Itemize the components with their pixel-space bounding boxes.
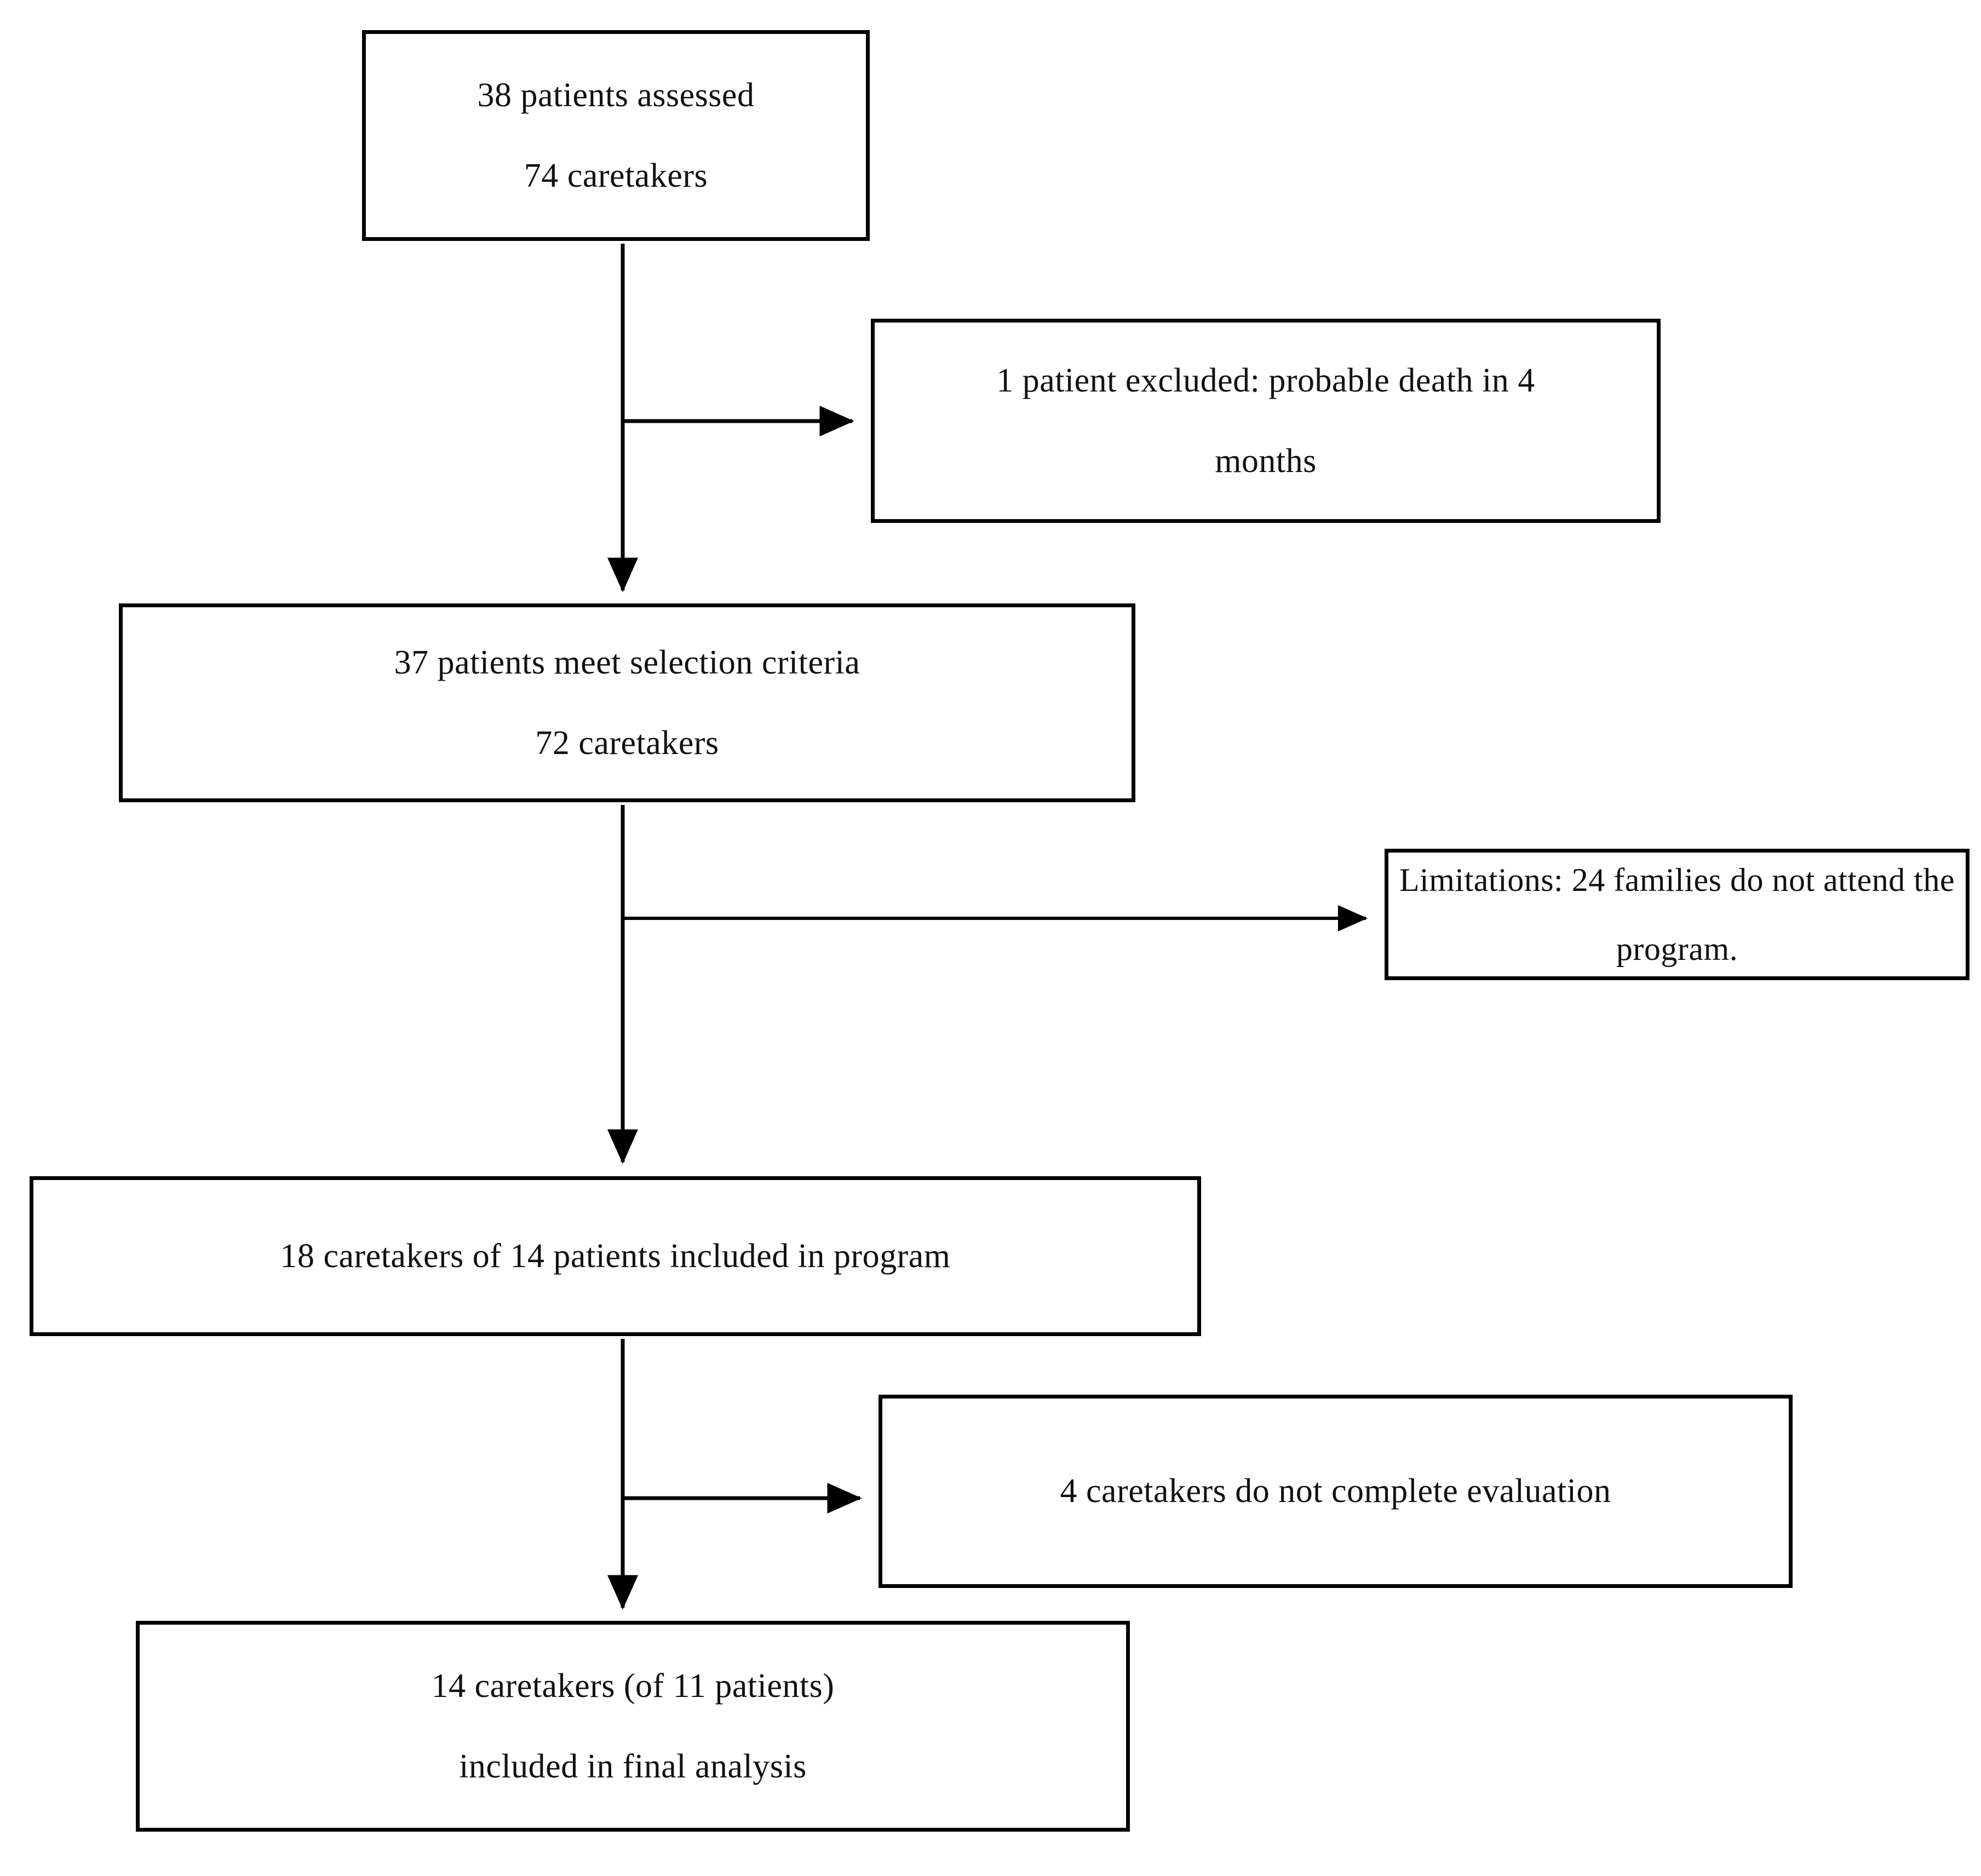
node-criteria-line-1: 37 patients meet selection criteria [394,644,860,682]
node-limitations-line-1: Limitations: 24 families do not attend t… [1399,862,1955,898]
node-final-line-1: 14 caretakers (of 11 patients) [431,1667,835,1705]
node-included-line-1: 18 caretakers of 14 patients included in… [280,1237,951,1275]
node-final-line-2: included in final analysis [459,1747,807,1785]
node-limitations-families-not-attending[interactable]: Limitations: 24 families do not attend t… [1385,849,1969,980]
node-incomplete-line-1: 4 caretakers do not complete evaluation [1060,1472,1611,1510]
node-patient-excluded[interactable]: 1 patient excluded: probable death in 4 … [871,319,1661,523]
node-limitations-line-2: program. [1616,931,1738,967]
node-excluded-line-2: months [1215,442,1317,480]
node-caretakers-final-analysis[interactable]: 14 caretakers (of 11 patients) included … [136,1621,1130,1832]
node-criteria-line-2: 72 caretakers [535,724,719,762]
node-patients-meet-selection-criteria[interactable]: 37 patients meet selection criteria 72 c… [119,603,1135,802]
node-assessed-line-1: 38 patients assessed [477,77,755,114]
node-assessed-line-2: 74 caretakers [524,157,708,194]
node-caretakers-included-in-program[interactable]: 18 caretakers of 14 patients included in… [30,1176,1201,1336]
node-excluded-line-1: 1 patient excluded: probable death in 4 [996,362,1535,400]
node-patients-assessed[interactable]: 38 patients assessed 74 caretakers [362,30,870,241]
node-caretakers-incomplete-evaluation[interactable]: 4 caretakers do not complete evaluation [878,1395,1793,1588]
